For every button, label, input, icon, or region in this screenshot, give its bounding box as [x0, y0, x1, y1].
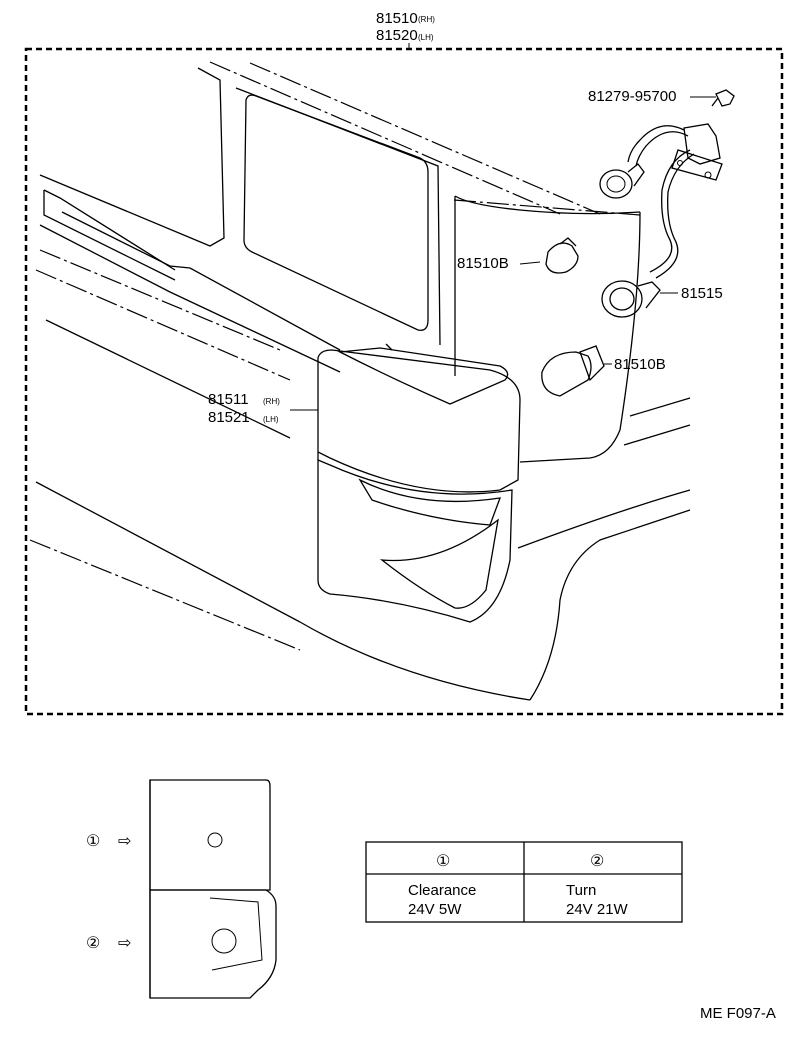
label-bulb-table-columns-0-header: ① [436, 853, 450, 870]
rear-lamp-assembly [317, 343, 521, 623]
bulb-spec-table: ① ② Clearance 24V 5W Turn 24V 21W [365, 841, 683, 923]
label-labels-assembly-lh-suffix: (LH) [418, 33, 434, 42]
label-labels-assembly-rh-suffix: (RH) [418, 15, 435, 24]
label-labels-bulb-small: 81510B [457, 255, 509, 272]
label-bulb-table-columns-0-line2: 24V 5W [408, 901, 462, 918]
label-labels-bulb-large: 81510B [614, 356, 666, 373]
label-labels-assembly-lh: 81520 [376, 27, 418, 44]
vehicle-body-outline [29, 61, 691, 701]
label-bulb-table-columns-0-line1: Clearance [408, 882, 476, 899]
socket-wiring [599, 123, 723, 279]
large-bulb-part: 81510B [541, 345, 666, 397]
label-detail-arrow-2: ⇨ [118, 935, 131, 952]
label-labels-lens-lh-suffix: (LH) [263, 415, 279, 424]
label-labels-lens-rh: 81511 [208, 391, 249, 408]
label-labels-socket: 81515 [681, 285, 723, 302]
assembly-label: 81510 (RH) 81520 (LH) [376, 10, 435, 50]
small-bulb-part: 81510B [457, 237, 579, 274]
label-bulb-table-columns-1-line2: 24V 21W [566, 901, 629, 918]
screw-part: 81279-95700 [588, 88, 735, 107]
label-detail-arrow-1: ⇨ [118, 833, 131, 850]
label-detail-marker-1: ① [86, 833, 100, 850]
label-labels-assembly-rh: 81510 [376, 10, 418, 27]
label-bulb-table-columns-1-line1: Turn [566, 882, 596, 899]
lens-label: 81511 (RH) 81521 (LH) [208, 391, 318, 426]
socket-part: 81515 [601, 280, 723, 318]
label-bulb-table-columns-1-header: ② [590, 853, 604, 870]
lamp-face-detail: ① ⇨ ② ⇨ [86, 779, 277, 999]
assembly-boundary [24, 47, 784, 716]
label-labels-lens-lh: 81521 [208, 409, 250, 426]
figure-code: ME F097-A [700, 1005, 776, 1022]
label-detail-marker-2: ② [86, 935, 100, 952]
label-labels-lens-rh-suffix: (RH) [263, 397, 280, 406]
label-labels-screw: 81279-95700 [588, 88, 676, 105]
